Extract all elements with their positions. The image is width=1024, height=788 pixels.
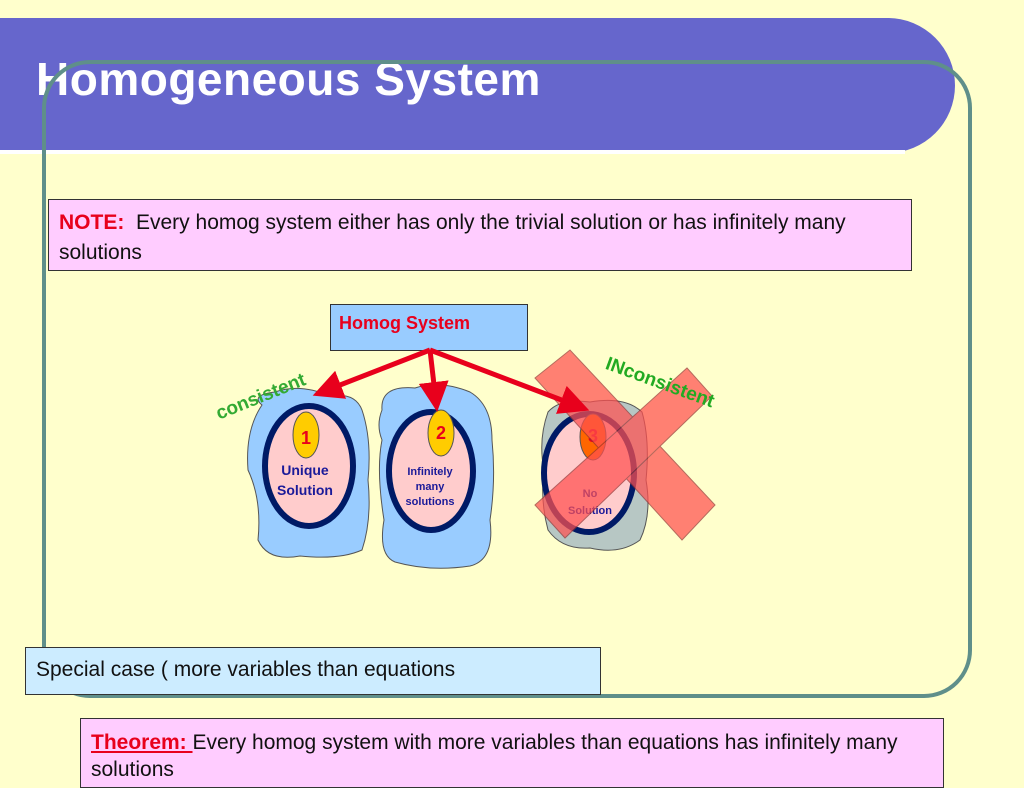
- theorem-text: Every homog system with more variables t…: [91, 731, 898, 781]
- arrow-to-case-2: [418, 349, 449, 412]
- case-2-line-2: many: [416, 481, 446, 493]
- theorem-box: Theorem: Every homog system with more va…: [80, 718, 944, 788]
- homog-system-box: Homog System: [330, 304, 528, 351]
- badge-1: [292, 411, 320, 459]
- case-1-line-1: Unique: [281, 462, 329, 478]
- ellipse-unique: [262, 403, 356, 529]
- theorem-label: Theorem:: [91, 731, 193, 754]
- arrow-to-case-1: [312, 347, 431, 399]
- case-number-2: 2: [436, 423, 446, 443]
- case-1-line-2: Solution: [277, 482, 333, 498]
- solution-diagram: 1 2 3 Unique Solution Infinitely many so…: [213, 347, 718, 569]
- case-2-line-3: solutions: [406, 496, 455, 508]
- content-frame: [42, 60, 972, 698]
- note-text: Every homog system either has only the t…: [59, 211, 846, 264]
- arrow-to-case-3: [429, 347, 590, 414]
- case-2-line-1: Infinitely: [407, 466, 453, 478]
- title-underline: [0, 150, 905, 154]
- note-box: NOTE: Every homog system either has only…: [48, 199, 912, 271]
- special-case-box: Special case ( more variables than equat…: [25, 647, 601, 695]
- note-label: NOTE:: [59, 211, 125, 234]
- case-number-1: 1: [301, 428, 311, 448]
